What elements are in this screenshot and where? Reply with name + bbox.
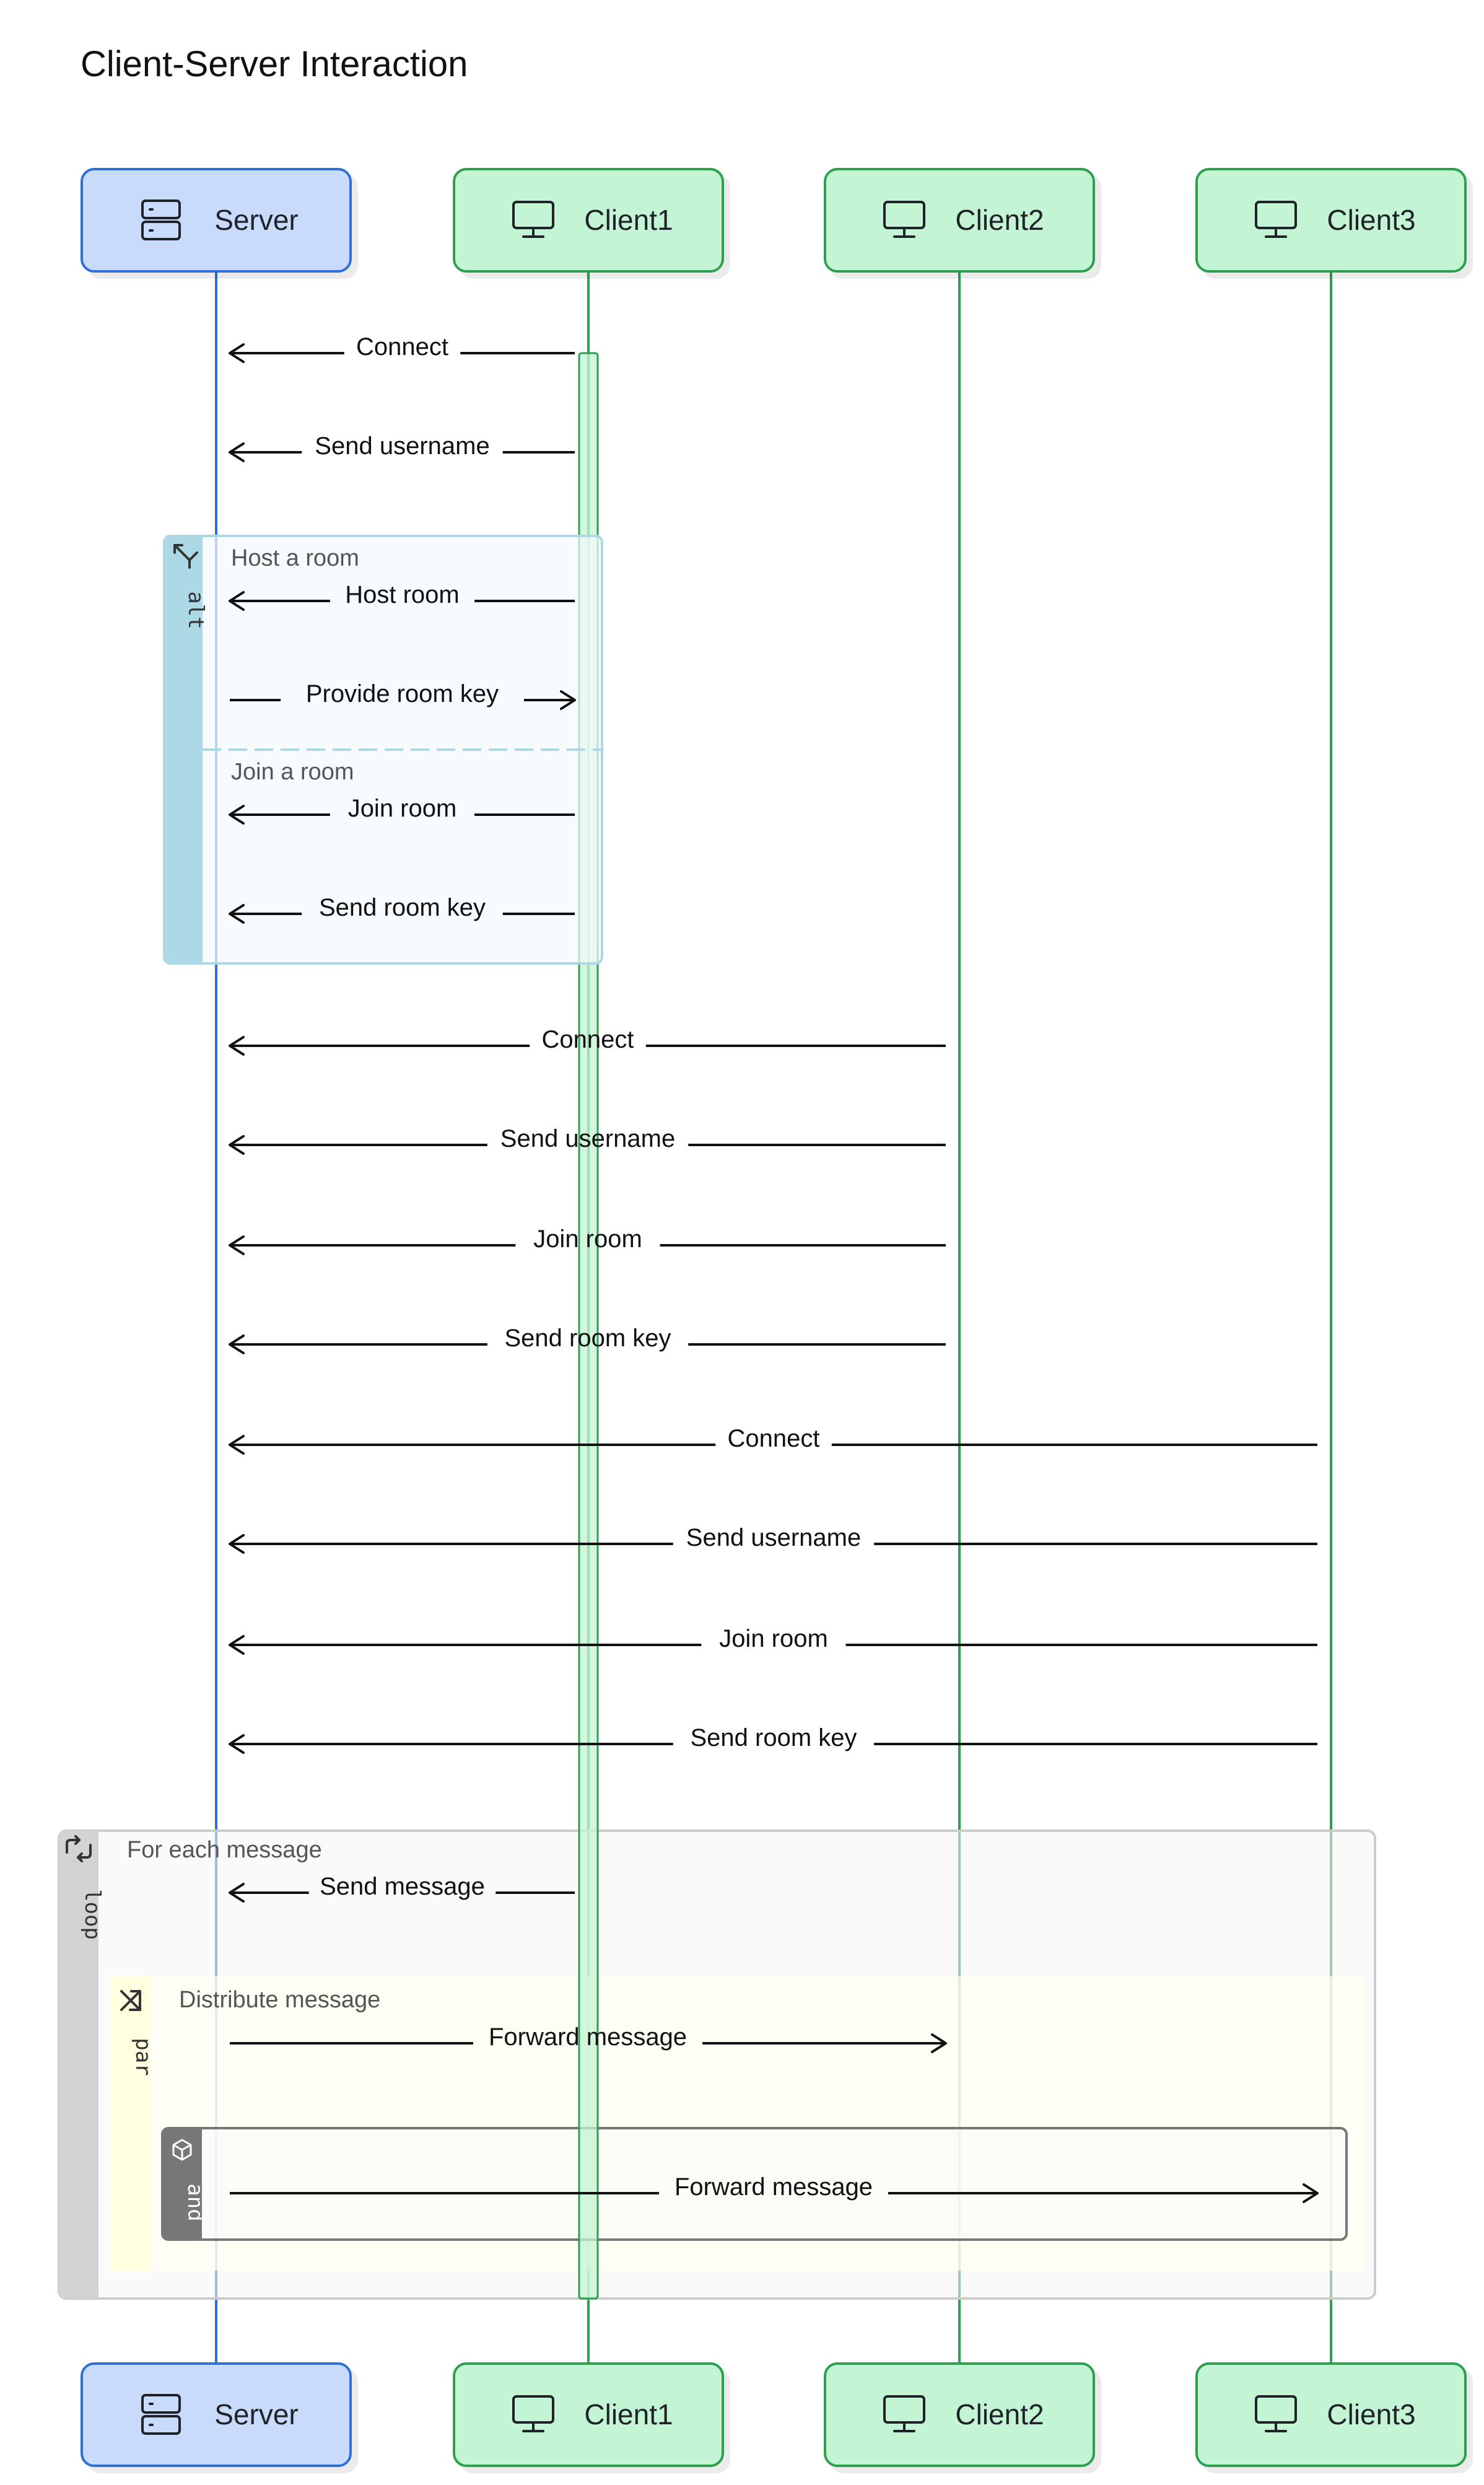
message-arrow: Join room	[229, 795, 575, 825]
monitor-icon	[1255, 2395, 1297, 2432]
alt-fragment: alt Host a room Join a room	[163, 535, 603, 965]
message-label: Forward message	[674, 2173, 873, 2201]
message-arrow: Connect	[229, 1425, 1317, 1455]
arrowhead	[229, 805, 245, 825]
message-label: Send room key	[690, 1724, 857, 1751]
loop-label: For each message	[127, 1837, 322, 1863]
actor-label: Server	[214, 2398, 298, 2430]
message-arrow: Send username	[229, 432, 575, 462]
message-arrow: Send message	[229, 1873, 575, 1903]
message-arrow: Connect	[229, 1026, 946, 1056]
message-label: Send username	[686, 1524, 861, 1551]
message-arrow: Provide room key	[230, 680, 576, 710]
actor-label: Client2	[955, 2398, 1044, 2430]
message-label: Join room	[719, 1625, 828, 1652]
message-arrow: Host room	[229, 581, 575, 611]
arrowhead	[229, 904, 245, 924]
message-arrow: Forward message	[230, 2173, 1319, 2203]
message-label: Send room key	[504, 1325, 671, 1352]
alt-section-host: Host a room	[231, 545, 359, 571]
message-label: Send username	[315, 432, 489, 460]
alt-tag: alt	[183, 591, 208, 629]
arrowhead	[229, 1235, 245, 1255]
monitor-icon	[512, 201, 554, 238]
arrowhead	[229, 591, 245, 611]
arrowhead	[229, 1435, 245, 1455]
message-arrow: Send username	[229, 1524, 1317, 1554]
actor-label: Client1	[584, 2398, 673, 2430]
message-arrow: Join room	[229, 1225, 946, 1255]
arrowhead	[229, 1534, 245, 1554]
actor-label: Server	[214, 204, 298, 236]
par-label: Distribute message	[179, 1987, 380, 2013]
message-label: Join room	[533, 1225, 642, 1253]
arrowhead	[229, 1635, 245, 1655]
actor-label: Client3	[1327, 2398, 1415, 2430]
cube-icon	[172, 2139, 192, 2161]
actor-client2-top[interactable]: Client2	[824, 168, 1095, 273]
arrowhead	[229, 343, 245, 363]
message-arrow: Send room key	[229, 1325, 946, 1354]
arrowhead	[931, 2033, 947, 2053]
actor-label: Client1	[584, 204, 673, 236]
message-label: Provide room key	[306, 680, 499, 708]
monitor-icon	[883, 2395, 925, 2432]
actor-server-bottom[interactable]: Server	[81, 2362, 352, 2467]
monitor-icon	[512, 2395, 554, 2432]
actor-label: Client3	[1327, 204, 1415, 236]
monitor-icon	[1255, 201, 1297, 238]
actor-client2-bottom[interactable]: Client2	[824, 2362, 1095, 2467]
message-label: Forward message	[489, 2023, 687, 2051]
message-label: Send room key	[319, 894, 486, 921]
server-icon	[141, 2394, 181, 2435]
server-icon	[141, 199, 181, 240]
alt-section-join: Join a room	[231, 759, 354, 785]
message-arrow: Send username	[229, 1125, 946, 1155]
arrowhead	[229, 1036, 245, 1056]
message-arrow: Forward message	[230, 2023, 947, 2053]
message-label: Connect	[356, 333, 448, 361]
message-arrow: Connect	[229, 333, 575, 363]
arrowhead	[1303, 2183, 1319, 2203]
message-label: Join room	[348, 795, 457, 822]
arrowhead	[560, 690, 576, 710]
diagram-title: Client-Server Interaction	[81, 44, 468, 84]
actor-label: Client2	[955, 204, 1044, 236]
actor-client3-bottom[interactable]: Client3	[1195, 2362, 1467, 2467]
message-arrow: Send room key	[229, 894, 575, 924]
and-tag: and	[183, 2183, 207, 2221]
arrowhead	[229, 1883, 245, 1903]
message-label: Send username	[500, 1125, 675, 1152]
loop-tag: loop	[80, 1889, 105, 1940]
message-label: Send message	[320, 1873, 485, 1900]
monitor-icon	[883, 201, 925, 238]
actor-client1-bottom[interactable]: Client1	[453, 2362, 724, 2467]
actor-client1-top[interactable]: Client1	[453, 168, 724, 273]
arrowhead	[229, 1734, 245, 1754]
par-tag: par	[131, 2038, 155, 2075]
arrowhead	[229, 1135, 245, 1155]
and-fragment: and	[161, 2127, 1348, 2241]
actor-server-top[interactable]: Server	[81, 168, 352, 273]
message-arrow: Join room	[229, 1625, 1317, 1655]
shuffle-icon	[120, 1990, 141, 2011]
actors-layer: ServerServerClient1Client1Client2Client2…	[81, 168, 1467, 2467]
loop-icon	[66, 1835, 92, 1862]
message-label: Connect	[542, 1026, 634, 1053]
actor-client3-top[interactable]: Client3	[1195, 168, 1467, 273]
message-arrow: Send room key	[229, 1724, 1317, 1754]
arrowhead	[229, 1335, 245, 1354]
message-label: Host room	[345, 581, 460, 608]
arrowhead	[229, 442, 245, 462]
branch-icon	[173, 544, 198, 569]
message-label: Connect	[728, 1425, 820, 1452]
